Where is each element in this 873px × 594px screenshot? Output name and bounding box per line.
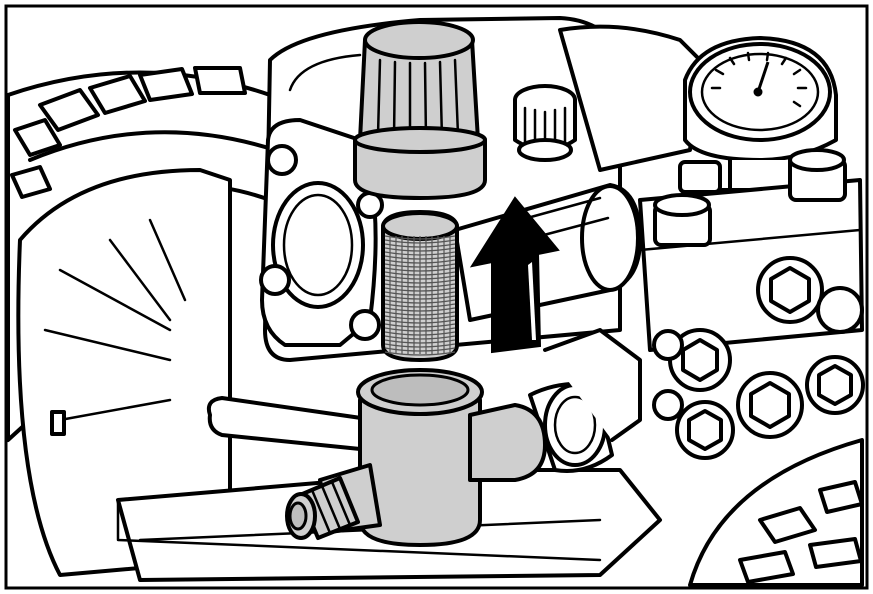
knob-ridges: [376, 58, 460, 142]
wheel-slot: [50, 410, 66, 436]
gauge-ticks: [710, 51, 808, 108]
bolt-head: [259, 264, 291, 296]
wheel-treads: [10, 66, 247, 199]
manifold-bolts: [652, 256, 865, 460]
adjustment-knob: [353, 20, 487, 200]
outlet-fitting: [528, 328, 642, 473]
hose-barb-fitting: [285, 476, 360, 540]
gauge-needle-pivot: [753, 87, 763, 97]
right-wheel: [688, 438, 864, 587]
inlet-housing: [206, 368, 547, 547]
inlet-pipe: [206, 396, 377, 452]
oil-cap: [513, 84, 577, 162]
left-wheel: [6, 66, 277, 577]
pressure-gauge: [683, 36, 838, 222]
wheel-spokes: [43, 218, 187, 422]
filter-screen: [381, 210, 459, 362]
up-arrow-icon: [469, 196, 560, 354]
filter-mesh: [384, 235, 456, 356]
figure-border: [4, 4, 869, 590]
bolt-head: [349, 309, 381, 341]
pump-flange: [259, 118, 384, 347]
bolt-head: [266, 144, 298, 176]
